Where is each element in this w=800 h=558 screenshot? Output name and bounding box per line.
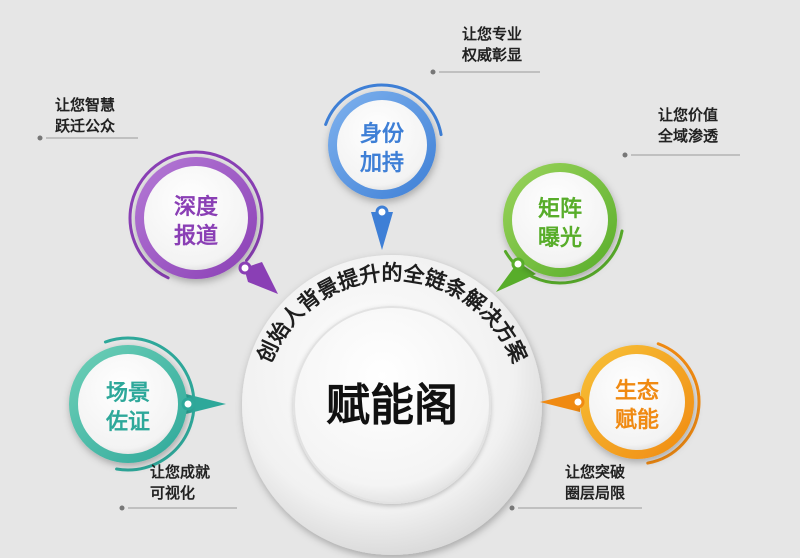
node-matrix-connector-dot [511,257,525,271]
node-identity-caption-bullet [430,69,436,75]
node-identity-caption: 让您专业权威彰显 [462,24,522,66]
node-report-caption-line2: 跃迁公众 [55,117,116,135]
node-identity-caption-line2: 权威彰显 [462,46,523,64]
node-identity-outer-arc [324,83,443,137]
node-matrix-disc [512,172,608,268]
node-eco-caption-bullet [509,505,515,511]
node-report-caption-bullet [37,135,43,141]
node-eco-label-line2: 赋能 [615,407,659,433]
node-report-outer-arc [128,150,264,280]
node-scene-pointer [186,394,226,414]
node-scene-caption-line1: 让您成就 [150,463,211,481]
node-eco-connector-dot [571,395,585,409]
node-scene-label-line1: 场景 [106,381,150,406]
hub-title: 赋能阁 [326,380,458,431]
node-identity-connector-dot [375,205,389,219]
node-report-disc [144,166,248,270]
node-matrix-label-line2: 曝光 [538,226,582,251]
node-eco-outer-arc [646,342,701,465]
node-eco-caption: 让您突破圈层局限 [565,462,625,504]
node-report-label-line1: 深度 [174,194,219,220]
node-report-label-line2: 报道 [174,223,218,249]
node-matrix-pointer [496,262,536,292]
node-identity-pointer [371,212,393,250]
node-identity-label-line1: 身份 [360,121,405,147]
node-report-connector-dot [238,261,252,275]
node-matrix-caption-line1: 让您价值 [658,106,719,124]
node-eco-pointer [540,392,580,412]
node-scene-label-line2: 佐证 [105,409,150,435]
node-eco-label-line1: 生态 [615,378,659,404]
node-matrix-caption-line2: 全域渗透 [658,127,719,145]
node-scene-caption: 让您成就可视化 [150,462,210,504]
hub: 创始人背景提升的全链条解决方案 赋能阁 [242,255,542,555]
node-identity-disc [337,100,427,190]
node-scene-disc [78,354,178,454]
node-scene-caption-bullet [119,505,125,511]
node-eco-disc [589,354,685,450]
node-identity-label-line2: 加持 [359,151,404,176]
node-report-caption: 让您智慧跃迁公众 [55,95,115,137]
node-report-pointer [244,262,278,294]
hub-inner-disc [293,306,491,504]
node-scene-connector-dot [181,397,195,411]
node-eco-caption-line2: 圈层局限 [565,484,626,502]
node-eco-caption-line1: 让您突破 [565,463,626,481]
node-scene-caption-line2: 可视化 [150,484,196,502]
node-identity-caption-line1: 让您专业 [462,25,523,43]
node-matrix-label-line1: 矩阵 [538,196,582,222]
node-report-caption-line1: 让您智慧 [55,96,116,114]
node-matrix-caption: 让您价值全域渗透 [658,105,718,147]
node-matrix-caption-bullet [622,152,628,158]
